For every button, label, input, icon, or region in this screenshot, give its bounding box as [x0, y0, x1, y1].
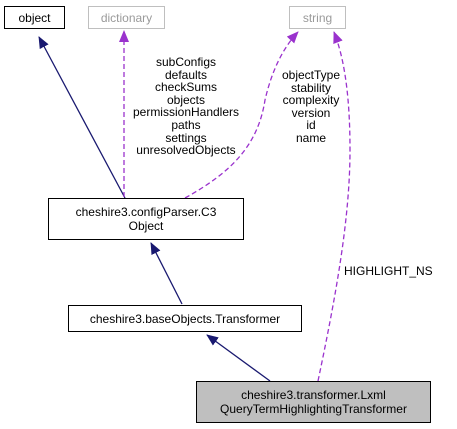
member-label: complexity — [282, 93, 340, 108]
member-label: name — [295, 130, 327, 145]
node-transformer[interactable]: cheshire3.baseObjects.Transformer — [68, 305, 302, 332]
node-string-label: string — [302, 11, 333, 25]
member-label: stability — [290, 80, 331, 95]
edge-c3object-to-object — [38, 36, 126, 199]
node-lxml-label-line2: QueryTermHighlightingTransformer — [220, 402, 407, 416]
dictionary-member-labels: subConfigs defaults checkSums objects pe… — [116, 56, 256, 157]
edge-transformer-to-c3object — [150, 242, 183, 305]
member-label: objectType — [281, 68, 341, 82]
node-transformer-label: cheshire3.baseObjects.Transformer — [89, 312, 281, 326]
member-label: objects — [166, 92, 206, 107]
node-lxml-label-line1: cheshire3.transformer.Lxml — [241, 388, 386, 402]
member-label: unresolvedObjects — [136, 143, 236, 158]
edge-lxml-to-transformer — [206, 334, 271, 382]
node-dictionary-label: dictionary — [100, 11, 153, 25]
member-label: checkSums — [154, 80, 218, 95]
string-member-labels: objectType stability complexity version … — [268, 69, 354, 145]
member-label: permissionHandlers — [132, 105, 240, 120]
node-object-label: object — [18, 11, 51, 25]
node-c3object[interactable]: cheshire3.configParser.C3 Object — [48, 198, 244, 240]
edge-lxml-to-string-highlight — [317, 31, 351, 382]
node-object[interactable]: object — [4, 6, 65, 29]
member-label: defaults — [164, 67, 208, 82]
highlight-ns-label: HIGHLIGHT_NS — [344, 265, 456, 278]
node-dictionary[interactable]: dictionary — [88, 6, 165, 29]
node-c3object-label-line1: cheshire3.configParser.C3 — [75, 205, 217, 219]
member-label: subConfigs — [155, 55, 217, 69]
node-string[interactable]: string — [289, 6, 346, 29]
member-label: paths — [171, 117, 201, 132]
member-label: id — [306, 118, 316, 133]
node-lxml-transformer[interactable]: cheshire3.transformer.Lxml QueryTermHigh… — [196, 381, 431, 423]
node-c3object-label-line2: Object — [128, 219, 164, 233]
member-label: version — [291, 105, 331, 120]
member-label: settings — [165, 130, 207, 145]
highlight-ns-text: HIGHLIGHT_NS — [344, 264, 433, 278]
